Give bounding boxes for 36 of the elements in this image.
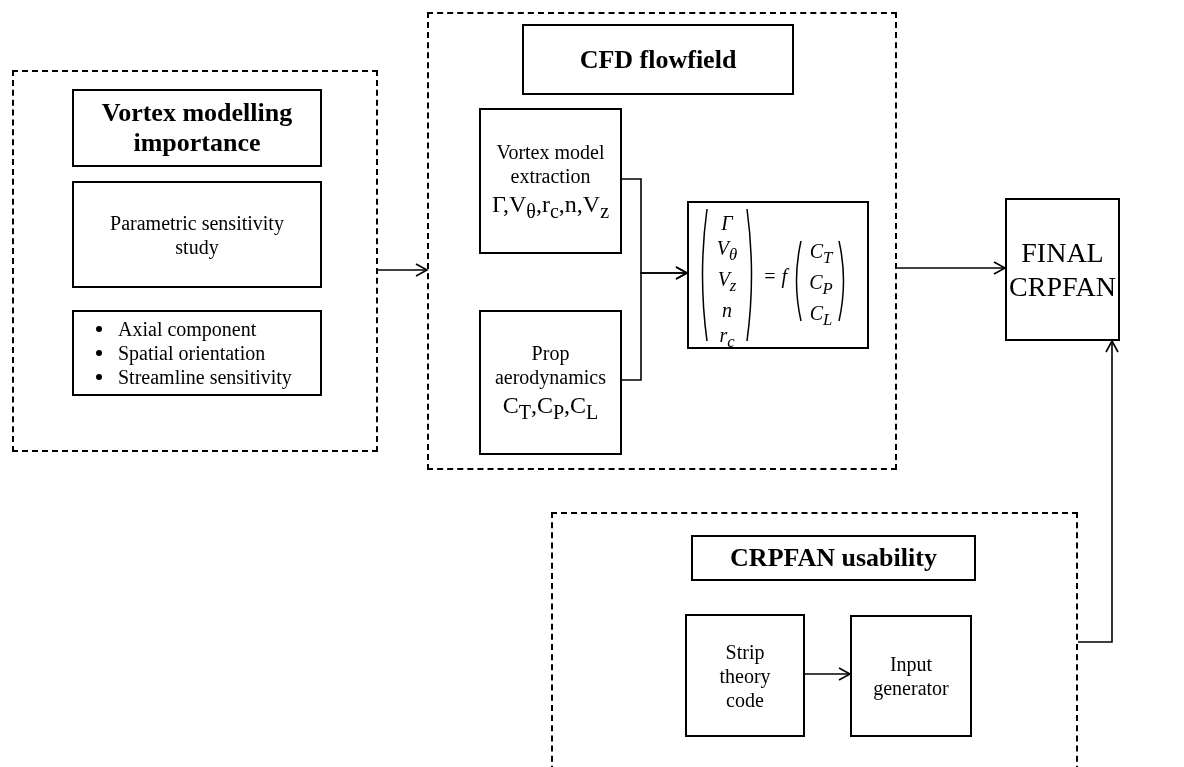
heading-text: CFD flowfield [579, 44, 737, 75]
box-label: Prop aerodynamics [493, 341, 608, 390]
dashed-group-frame [427, 12, 897, 470]
box-label: Input generator [872, 652, 950, 700]
formula-text: = f [761, 264, 791, 289]
process-box [1005, 198, 1120, 341]
list-item-text: Streamline sensitivity [118, 365, 292, 389]
vector-column: C$_{T}$ C$_{P}$ C$_{L}$ [808, 239, 834, 332]
box-label: Parametric sensitivity study [109, 210, 285, 259]
process-box [685, 614, 805, 737]
process-box [479, 108, 622, 254]
arrow [804, 667, 851, 681]
symbol-list: Γ,V$_{θ}$,r$_{c}$,n,V$_{z}$ [492, 189, 610, 223]
heading-box [72, 89, 322, 167]
process-box [479, 310, 622, 455]
box-label: FINAL CRPFAN [1009, 235, 1116, 304]
arrow [377, 263, 428, 277]
list-item-text: Axial component [118, 317, 257, 341]
arrow [1077, 340, 1119, 643]
heading-text: Vortex modelling importance [100, 98, 294, 158]
arrow [621, 266, 688, 381]
vector-column: Γ V$_{θ}$ V$_{z}$ n r$_{c}$ [714, 211, 740, 354]
heading-box [522, 24, 794, 95]
list-item-text: Spatial orientation [118, 341, 266, 365]
arrow [896, 261, 1006, 275]
box-label: Vortex model extraction [495, 139, 606, 188]
dashed-group-frame [551, 512, 1078, 767]
symbol-list: C$_{T}$,C$_{P}$,C$_{L}$ [502, 391, 599, 424]
box-label: Strip theory code [718, 639, 772, 712]
heading-text: CRPFAN usability [730, 543, 937, 573]
process-box [72, 181, 322, 288]
list-box [72, 310, 322, 396]
process-box [850, 615, 972, 737]
dashed-group-frame [12, 70, 378, 452]
formula-box [687, 201, 869, 349]
heading-box [691, 535, 976, 581]
